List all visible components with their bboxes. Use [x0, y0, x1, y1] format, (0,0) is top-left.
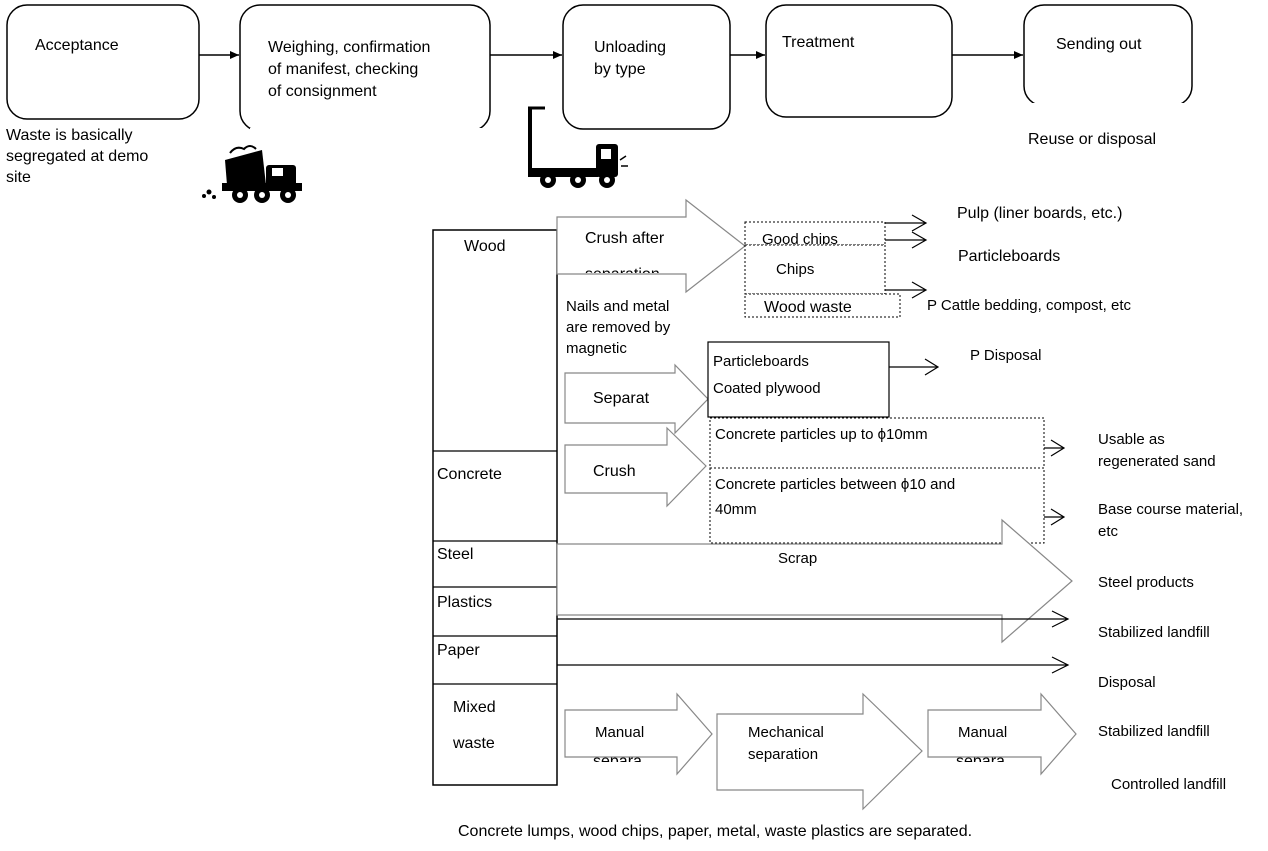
crush-after-separation-arrow — [556, 198, 746, 294]
waste-note-line3: site — [6, 169, 31, 186]
crush-label: Crush — [593, 463, 636, 480]
particleboards-box — [707, 341, 890, 418]
output-disposal-p: P Disposal — [970, 347, 1042, 364]
caption: Concrete lumps, wood chips, paper, metal… — [458, 823, 973, 840]
chips-label: Chips — [776, 261, 815, 278]
category-concrete: Concrete — [437, 466, 502, 483]
output-stabilized-2: Stabilized landfill — [1098, 723, 1210, 740]
output-steel-products: Steel products — [1098, 574, 1194, 591]
treatment-label: Treatment — [782, 34, 855, 51]
category-paper: Paper — [437, 642, 480, 659]
output-particleboards: Particleboards — [958, 248, 1061, 265]
category-steel: Steel — [437, 546, 474, 563]
chip-output-arrows — [885, 214, 928, 299]
good-chips-label: Good chips — [762, 231, 838, 244]
manual-separation-arrow-2 — [927, 692, 1077, 776]
category-plastics: Plastics — [437, 594, 493, 611]
treatment-box — [765, 4, 953, 118]
concrete-small-box — [709, 417, 1045, 469]
output-controlled: Controlled landfill — [1111, 776, 1227, 793]
concrete-large-line2: 40mm — [715, 501, 757, 518]
crush-label-line1: Crush after — [585, 230, 665, 247]
weighing-label-line2: of manifest, checking — [268, 61, 419, 78]
output-base-line1: Base course material, — [1098, 501, 1244, 518]
category-wood: Wood — [464, 238, 506, 255]
output-regen-line1: Usable as — [1098, 431, 1165, 448]
manual-separation-label-2: Manual — [958, 724, 1008, 741]
output-cattle: P Cattle bedding, compost, etc — [927, 297, 1132, 314]
wood-waste-box — [744, 293, 901, 318]
nails-note-line2: are removed by — [566, 319, 671, 336]
particleboards-box-line1: Particleboards — [713, 353, 809, 370]
dump-truck-icon — [202, 145, 302, 203]
unloading-box — [562, 4, 731, 130]
separate-arrow — [564, 363, 709, 435]
separate-label: Separat — [593, 390, 650, 407]
sending-out-box — [1023, 4, 1193, 107]
output-disposal: Disposal — [1098, 674, 1156, 691]
manual-separation-label-1: Manual — [595, 724, 645, 741]
long-output-arrows — [557, 610, 1070, 674]
manual-separation-label-2b: separa — [956, 753, 1005, 762]
manual-separation-arrow-1 — [564, 692, 713, 776]
output-base-line2: etc — [1098, 523, 1119, 540]
particleboards-box-line2: Coated plywood — [713, 380, 821, 397]
unloading-label-line2: by type — [594, 61, 646, 78]
concrete-output-arrows — [1044, 439, 1066, 526]
acceptance-box — [6, 4, 200, 120]
mechanical-separation-arrow — [716, 692, 923, 811]
crush-label-line2: separation — [585, 265, 660, 273]
category-mixed-line2: waste — [453, 735, 495, 752]
category-mixed-line1: Mixed — [453, 699, 496, 716]
scrap-arrow — [556, 518, 1073, 644]
reuse-note: Reuse or disposal — [1028, 131, 1157, 148]
disposal-arrow — [889, 358, 940, 376]
waste-note-line1: Waste is basically — [6, 127, 133, 144]
category-column — [432, 229, 558, 786]
concrete-small-label: Concrete particles up to ϕ10mm — [715, 426, 928, 443]
mechanical-separation-line2: separation — [748, 746, 819, 763]
acceptance-label: Acceptance — [35, 37, 119, 54]
mechanical-separation-line1: Mechanical — [748, 724, 824, 741]
weighing-label-line1: Weighing, confirmation — [268, 39, 431, 56]
concrete-large-line1: Concrete particles between ϕ10 and — [715, 476, 956, 493]
output-regen-line2: regenerated sand — [1098, 453, 1216, 470]
weighing-label-line3: of consignment — [268, 83, 377, 100]
crush-arrow — [564, 426, 707, 508]
sending-out-label: Sending out — [1056, 36, 1142, 53]
concrete-large-box — [709, 467, 1045, 544]
chips-box — [744, 244, 886, 295]
wood-waste-label: Wood waste — [764, 299, 852, 316]
unloading-label-line1: Unloading — [594, 39, 667, 56]
nails-note-line1: Nails and metal — [566, 298, 670, 315]
waste-note-line2: segregated at demo — [6, 148, 149, 165]
manual-separation-label-1b: separa — [593, 753, 642, 762]
scrap-label: Scrap — [778, 550, 818, 567]
output-stabilized-1: Stabilized landfill — [1098, 624, 1210, 641]
output-pulp: Pulp (liner boards, etc.) — [957, 205, 1123, 222]
nails-note-line3: magnetic — [566, 340, 627, 357]
forklift-truck-icon — [528, 106, 628, 188]
